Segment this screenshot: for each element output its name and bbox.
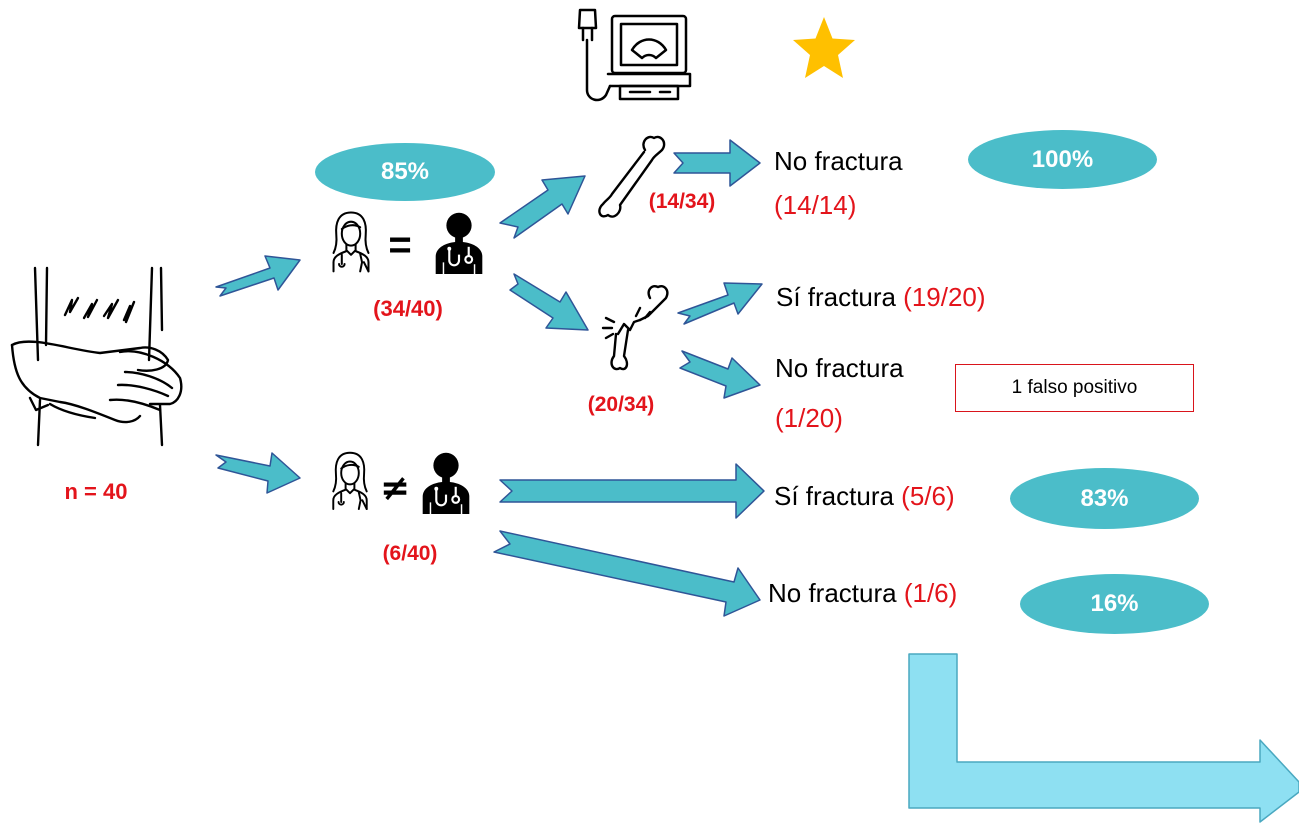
male-doctor-icon <box>434 211 484 274</box>
no-fracture-1-percent-pill: 100% <box>968 130 1157 189</box>
yes-fracture-1-row: Sí fractura (19/20) <box>776 284 986 310</box>
patient-to-disagree-arrow <box>215 452 301 494</box>
abdominal-pain-icon <box>10 266 183 447</box>
yes-fracture-1-count: (19/20) <box>903 282 986 312</box>
no-fracture-3-percent-pill: 16% <box>1020 574 1209 634</box>
disagree-to-no-fracture-arrow <box>493 530 761 617</box>
fractured-to-false-positive-arrow <box>679 350 761 399</box>
agree-percent: 85% <box>380 158 430 185</box>
disagree-count: (6/40) <box>383 542 438 565</box>
star-icon <box>793 17 855 78</box>
yes-fracture-2-percent-pill: 83% <box>1010 468 1199 529</box>
big-next-step-arrow <box>908 653 1299 823</box>
yes-fracture-2-percent: 83% <box>1080 484 1129 512</box>
intact-to-no-fracture-arrow <box>673 139 761 187</box>
yes-fracture-1-label: Sí fractura <box>776 282 896 312</box>
female-doctor-icon <box>332 451 368 511</box>
no-fracture-3-label: No fractura <box>768 578 897 608</box>
patient-count: n = 40 <box>65 479 128 504</box>
agree-count: (34/40) <box>373 296 443 321</box>
yes-fracture-2-count: (5/6) <box>901 481 955 511</box>
yes-fracture-2-label: Sí fractura <box>774 481 894 511</box>
agree-to-fractured-bone-arrow <box>509 273 589 331</box>
intact-bone-icon <box>598 135 666 218</box>
equal-sign: = <box>388 223 411 267</box>
disagree-to-yes-fracture-arrow <box>499 463 765 519</box>
agree-percent-pill: 85% <box>315 143 495 201</box>
agree-to-intact-bone-arrow <box>499 175 586 239</box>
male-doctor-icon <box>421 451 471 514</box>
female-doctor-icon <box>332 211 370 273</box>
fractured-bone-icon <box>601 285 669 371</box>
no-fracture-2-count: (1/20) <box>775 403 843 433</box>
fractured-bone-count: (20/34) <box>588 393 655 416</box>
no-fracture-3-count: (1/6) <box>903 578 958 608</box>
no-fracture-1-percent: 100% <box>1031 145 1094 173</box>
no-fracture-1-count: (14/14) <box>774 190 857 220</box>
false-positive-note: 1 falso positivo <box>955 364 1194 412</box>
yes-fracture-2-row: Sí fractura (5/6) <box>774 483 955 509</box>
false-positive-text: 1 falso positivo <box>1011 377 1138 398</box>
no-fracture-1-label: No fractura <box>774 146 903 176</box>
no-fracture-3-percent: 16% <box>1090 590 1139 617</box>
intact-bone-count: (14/34) <box>649 190 716 213</box>
no-fracture-2-label: No fractura <box>775 353 904 383</box>
not-equal-sign: ≠ <box>380 468 410 509</box>
patient-to-agree-arrow <box>215 255 301 297</box>
ultrasound-machine-icon <box>577 8 692 102</box>
no-fracture-3-row: No fractura (1/6) <box>768 580 957 606</box>
fractured-to-yes-fracture-arrow <box>677 282 763 325</box>
